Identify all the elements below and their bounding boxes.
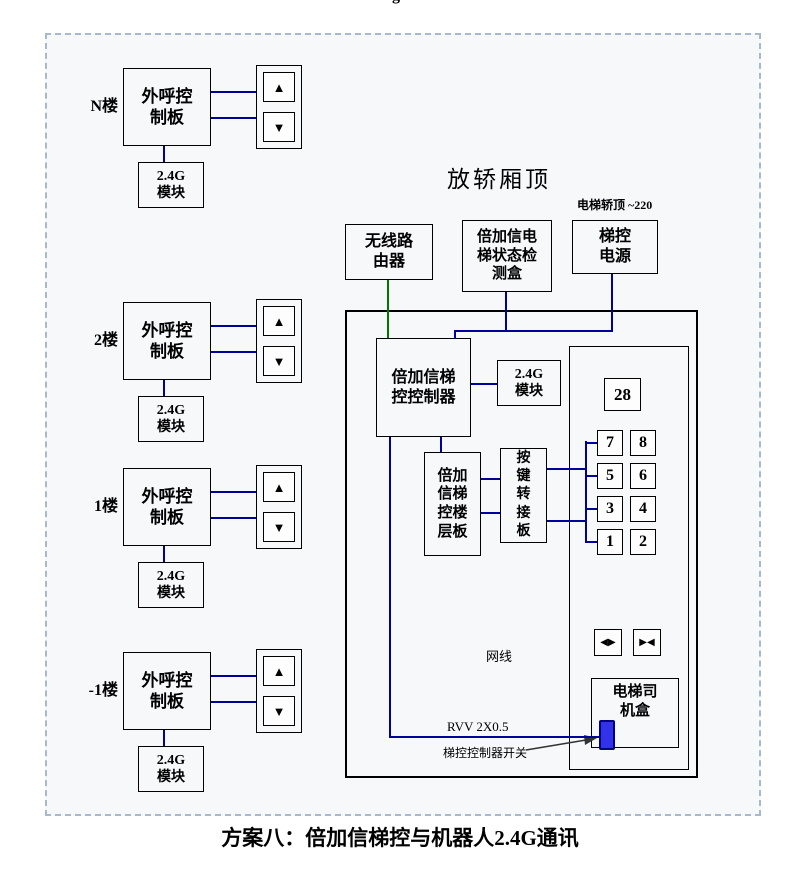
cop-button: 1	[597, 529, 623, 555]
wireless-router-box: 无线路 由器	[345, 224, 433, 280]
floor-label: N楼	[90, 98, 118, 115]
wire	[211, 117, 256, 119]
cop-button-28: 28	[604, 378, 641, 411]
door-close-icon: ▶◀	[639, 637, 655, 648]
car-top-enclosure-box	[345, 310, 698, 778]
elevator-driver-box: 电梯司 机盒	[591, 678, 679, 748]
call-board-box: 外呼控 制板	[123, 68, 211, 146]
wire	[163, 146, 165, 162]
cop-stub-wire	[585, 475, 597, 477]
wire	[163, 546, 165, 562]
cop-button: 5	[597, 463, 623, 489]
controller-switch	[599, 720, 615, 750]
down-arrow-icon: ▼	[272, 353, 286, 369]
floor-board-box: 倍加 信梯 控楼 层板	[424, 452, 481, 556]
wire	[211, 491, 256, 493]
cop-button: 4	[630, 496, 656, 522]
floor-unit-n: N楼 外呼控 制板 ▲ ▼ 2.4G 模块	[78, 65, 308, 218]
module-24g-box: 2.4G 模块	[497, 360, 561, 406]
cop-button: 2	[630, 529, 656, 555]
cop-button: 7	[597, 430, 623, 456]
cop-button: 6	[630, 463, 656, 489]
diagram-caption: 方案八：倍加信梯控与机器人2.4G通讯	[221, 826, 579, 850]
up-arrow-icon: ▲	[272, 663, 286, 679]
hall-buttons-box: ▲ ▼	[256, 299, 302, 383]
down-button: ▼	[263, 696, 295, 726]
cop-stub-wire	[585, 508, 597, 510]
wire	[163, 730, 165, 746]
cop-stub-wire	[585, 541, 597, 543]
down-arrow-icon: ▼	[272, 119, 286, 135]
controller-switch-label: 梯控控制器开关	[443, 746, 528, 760]
floorboard-wire	[440, 437, 442, 452]
cop-number-buttons: 7 8 5 6 3 4 1 2	[597, 430, 656, 555]
elevator-status-detector-box: 倍加信电 梯状态检 测盒	[462, 220, 552, 292]
down-arrow-icon: ▼	[272, 703, 286, 719]
power-wire	[611, 274, 613, 332]
floor-label: -1楼	[88, 682, 118, 699]
up-arrow-icon: ▲	[272, 79, 286, 95]
down-button: ▼	[263, 346, 295, 376]
down-button: ▼	[263, 112, 295, 142]
module-24g-box: 2.4G 模块	[138, 746, 204, 792]
up-button: ▲	[263, 472, 295, 502]
cop-wire	[547, 468, 587, 470]
lan-wire	[387, 280, 389, 338]
up-button: ▲	[263, 306, 295, 336]
status-wire	[505, 292, 507, 332]
elevator-controller-box: 倍加信梯 控控制器	[376, 338, 471, 437]
elevator-control-power-box: 梯控 电源	[572, 220, 658, 274]
clipped-top-text: g	[392, 0, 432, 7]
door-close-button: ▶◀	[633, 629, 661, 656]
floor-unit-2: 2楼 外呼控 制板 ▲ ▼ 2.4G 模块	[78, 299, 308, 452]
up-arrow-icon: ▲	[272, 479, 286, 495]
adapter-wire	[481, 478, 500, 480]
car-top-title: 放轿厢顶	[447, 167, 551, 192]
hall-buttons-box: ▲ ▼	[256, 649, 302, 733]
call-board-box: 外呼控 制板	[123, 302, 211, 380]
call-board-box: 外呼控 制板	[123, 468, 211, 546]
wire	[211, 325, 256, 327]
wire	[211, 701, 256, 703]
rvv-cable-label: RVV 2X0.5	[447, 719, 509, 734]
up-button: ▲	[263, 656, 295, 686]
rvv-wire	[389, 437, 391, 736]
floor-unit-1: 1楼 外呼控 制板 ▲ ▼ 2.4G 模块	[78, 465, 308, 618]
hall-buttons-box: ▲ ▼	[256, 465, 302, 549]
cop-bus-wire	[585, 441, 587, 543]
module-24g-box: 2.4G 模块	[138, 162, 204, 208]
module-24g-box: 2.4G 模块	[138, 562, 204, 608]
cop-door-buttons: ◀▶ ▶◀	[594, 629, 661, 656]
module-wire	[471, 383, 497, 385]
wire	[163, 380, 165, 396]
wire	[211, 675, 256, 677]
adapter-wire	[481, 512, 500, 514]
wire	[211, 91, 256, 93]
car-top-power-note: 电梯轿顶 ~220	[577, 198, 653, 212]
up-button: ▲	[263, 72, 295, 102]
floor-label: 1楼	[93, 498, 118, 515]
cop-button: 8	[630, 430, 656, 456]
cop-wire	[547, 520, 587, 522]
down-arrow-icon: ▼	[272, 519, 286, 535]
rvv-wire	[389, 736, 599, 738]
button-adapter-board-box: 按 键 转 接 板	[500, 448, 547, 543]
power-wire	[454, 330, 456, 339]
door-open-icon: ◀▶	[600, 637, 616, 648]
wire	[211, 351, 256, 353]
door-open-button: ◀▶	[594, 629, 622, 656]
down-button: ▼	[263, 512, 295, 542]
car-operating-panel-box	[569, 346, 689, 770]
floor-label: 2楼	[93, 332, 118, 349]
power-wire	[454, 330, 613, 332]
network-cable-label: 网线	[486, 649, 513, 664]
cop-button: 3	[597, 496, 623, 522]
module-24g-box: 2.4G 模块	[138, 396, 204, 442]
wire	[211, 517, 256, 519]
hall-buttons-box: ▲ ▼	[256, 65, 302, 149]
floor-unit-minus1: -1楼 外呼控 制板 ▲ ▼ 2.4G 模块	[78, 649, 308, 802]
call-board-box: 外呼控 制板	[123, 652, 211, 730]
up-arrow-icon: ▲	[272, 313, 286, 329]
cop-stub-wire	[585, 442, 597, 444]
